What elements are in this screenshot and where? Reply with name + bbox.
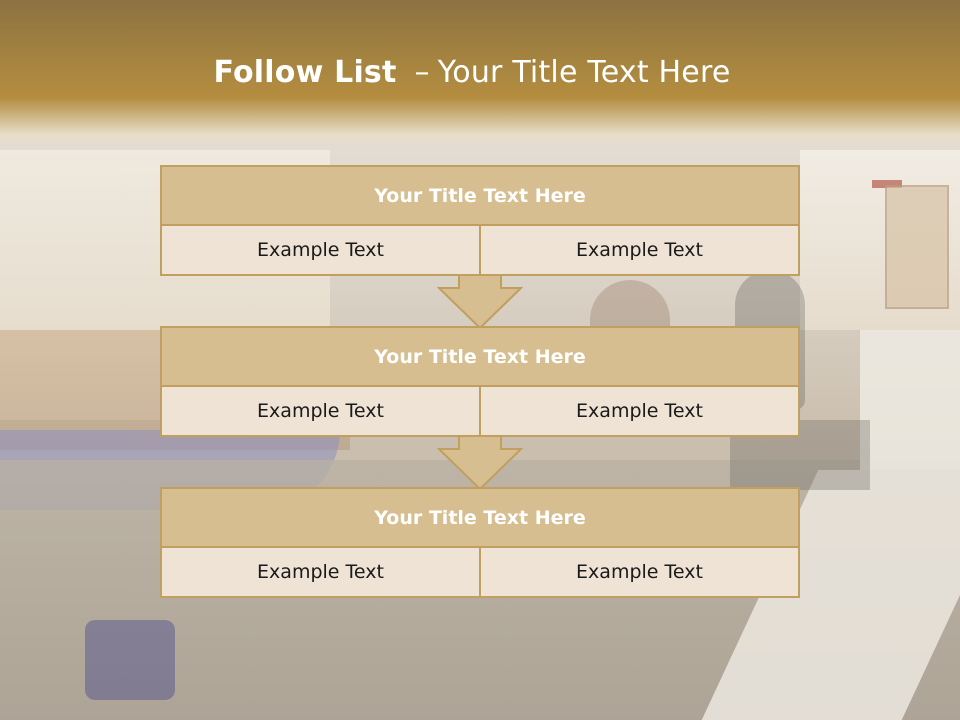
step-title: Your Title Text Here (162, 489, 798, 548)
step-title: Your Title Text Here (162, 328, 798, 387)
step-text-left: Example Text (162, 548, 479, 596)
bg-door (885, 185, 949, 309)
step-text-right: Example Text (479, 226, 798, 274)
bg-sign (872, 180, 902, 188)
bg-chair (85, 620, 175, 700)
step-box-2: Your Title Text Here Example Text Exampl… (160, 326, 800, 437)
step-text-left: Example Text (162, 387, 479, 435)
title-separator: – (414, 55, 430, 90)
down-arrow-icon (437, 270, 523, 330)
step-row: Example Text Example Text (162, 226, 798, 274)
down-arrow-icon (437, 431, 523, 491)
step-row: Example Text Example Text (162, 548, 798, 596)
step-row: Example Text Example Text (162, 387, 798, 435)
step-text-right: Example Text (479, 387, 798, 435)
step-box-3: Your Title Text Here Example Text Exampl… (160, 487, 800, 598)
step-title: Your Title Text Here (162, 167, 798, 226)
title-band: Follow List–Your Title Text Here (0, 0, 960, 150)
step-text-right: Example Text (479, 548, 798, 596)
step-box-1: Your Title Text Here Example Text Exampl… (160, 165, 800, 276)
step-text-left: Example Text (162, 226, 479, 274)
title-bold: Follow List (213, 55, 397, 90)
bg-floor-tile (860, 330, 960, 470)
title-rest: Your Title Text Here (437, 55, 731, 90)
slide-title: Follow List–Your Title Text Here (0, 55, 944, 90)
